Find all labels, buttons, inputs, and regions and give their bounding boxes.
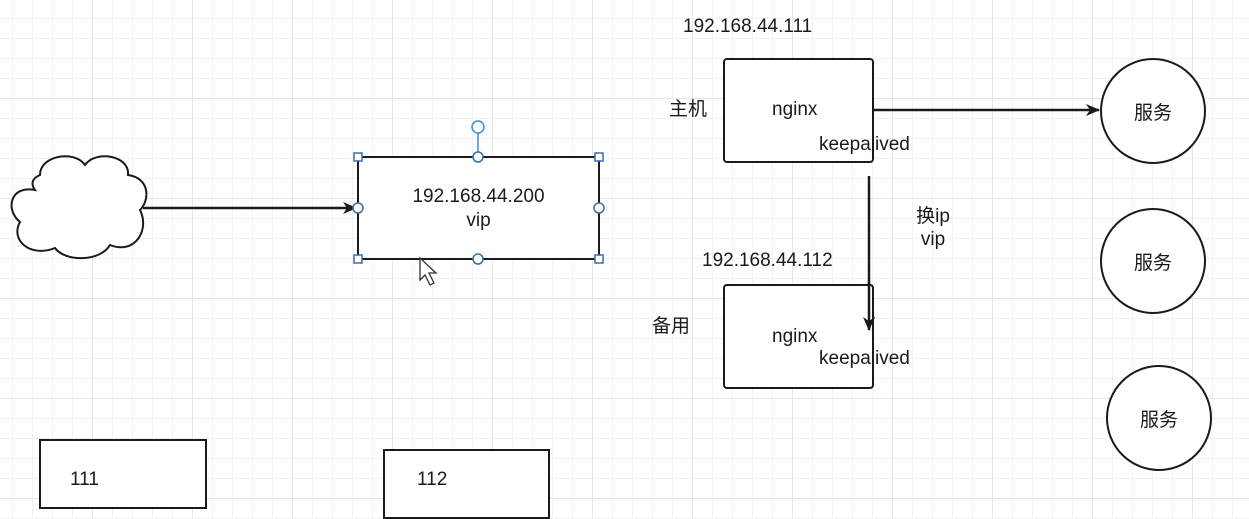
vip-label: vip (466, 209, 491, 231)
diagram-canvas[interactable] (0, 0, 1249, 490)
backup-ip: 192.168.44.112 (702, 250, 833, 271)
service-node-1[interactable]: 服务 (1100, 58, 1206, 164)
failover-line1: 换ip (916, 206, 950, 227)
failover-line2: vip (920, 228, 946, 250)
cloud-icon[interactable] (10, 155, 148, 260)
service-label-1: 服务 (1133, 102, 1172, 124)
vip-box-text: 192.168.44.200 vip (358, 185, 599, 233)
selection-handles[interactable] (352, 120, 605, 265)
vip-ip: 192.168.44.200 (412, 186, 545, 207)
bottom-box-112-label: 112 (417, 469, 448, 490)
failover-label: 换ip vip (908, 206, 958, 252)
backup-role: 备用 (652, 316, 691, 337)
service-node-3[interactable]: 服务 (1106, 365, 1212, 471)
mouse-cursor-icon (419, 256, 438, 286)
master-app: nginx (772, 99, 818, 120)
master-node[interactable] (723, 58, 874, 163)
rotate-handle (471, 120, 485, 134)
master-ip: 192.168.44.111 (683, 16, 813, 37)
service-label-2: 服务 (1133, 252, 1172, 274)
backup-app: nginx (772, 326, 818, 347)
service-label-3: 服务 (1139, 409, 1178, 431)
bottom-box-111-label: 111 (70, 469, 99, 490)
backup-agent: keepalived (819, 348, 910, 369)
bottom-box-112[interactable] (383, 449, 550, 519)
master-role: 主机 (669, 99, 708, 120)
service-node-2[interactable]: 服务 (1100, 208, 1206, 314)
backup-node[interactable] (723, 284, 874, 389)
master-agent: keepalived (819, 134, 910, 155)
bottom-box-111[interactable] (39, 439, 207, 509)
